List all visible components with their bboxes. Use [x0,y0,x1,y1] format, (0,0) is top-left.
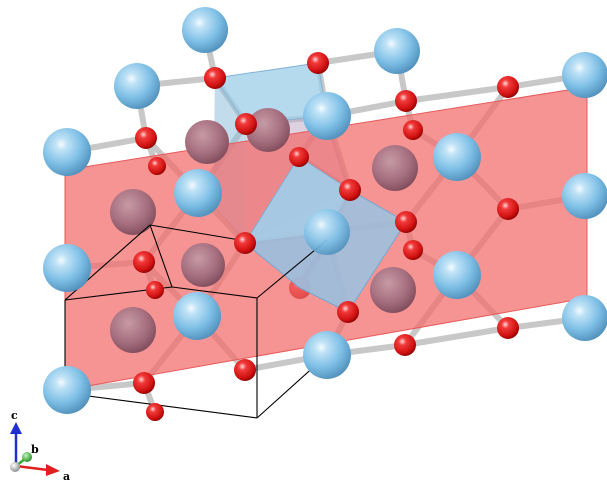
oxygen-atom [204,67,226,89]
unit-cell-edge [149,224,241,241]
oxygen-atom [403,240,423,260]
oxygen-atom [337,301,359,323]
axis-a-label: a [63,470,70,483]
metal-atom [303,92,351,140]
atoms-behind-plane [110,108,418,353]
metal-atom [174,169,222,217]
oxygen-atom [146,403,164,421]
oxygen-atom [395,90,417,112]
bond [403,84,511,104]
oxygen-atom [135,127,157,149]
metal-atom [185,120,229,164]
oxygen-atom [234,359,256,381]
axis-indicator: c b a [10,409,70,483]
oxygen-atom [133,251,155,273]
metal-atom [181,243,225,287]
metal-atom [304,209,350,255]
oxygen-atom [133,372,155,394]
metal-atom [110,307,156,353]
axis-c-label: c [11,409,18,422]
metal-atom [114,63,160,109]
axis-b-marker-icon [22,452,32,462]
metal-atom [562,52,607,98]
oxygen-atom [234,232,256,254]
axis-a-line [15,464,49,472]
metal-atom [372,145,418,191]
bond [402,325,511,348]
axis-b-label: b [31,443,39,456]
oxygen-atoms [133,52,519,421]
metal-atom [246,108,290,152]
axis-a-arrow-icon [46,464,60,476]
oxygen-atom [395,211,417,233]
oxygen-atom [235,113,257,135]
metal-atom [433,251,481,299]
oxygen-atom [339,179,361,201]
unit-cell-edge [149,224,173,288]
oxygen-atom [307,52,329,74]
unit-cell-edge [171,286,258,299]
metal-atom [173,292,221,340]
oxygen-atom [289,147,309,167]
oxygen-atom [497,198,519,220]
metal-atom [43,128,91,176]
metal-atom [110,189,156,235]
oxygen-atom [146,281,164,299]
oxygen-atom [403,120,423,140]
metal-atom [370,267,416,313]
metal-atom [303,331,351,379]
axis-c-arrow-icon [10,422,22,434]
metal-atom [43,244,91,292]
oxygen-atom [497,317,519,339]
oxygen-atom [394,334,416,356]
oxygen-atom [148,157,166,175]
metal-atoms [43,7,607,414]
metal-atom [374,28,420,74]
metal-atom [433,133,481,181]
metal-atom [562,173,607,219]
oxygen-atom [497,76,519,98]
metal-atom [43,366,91,414]
axis-origin-icon [10,462,20,472]
metal-atom [182,7,228,53]
metal-atom [562,295,607,341]
